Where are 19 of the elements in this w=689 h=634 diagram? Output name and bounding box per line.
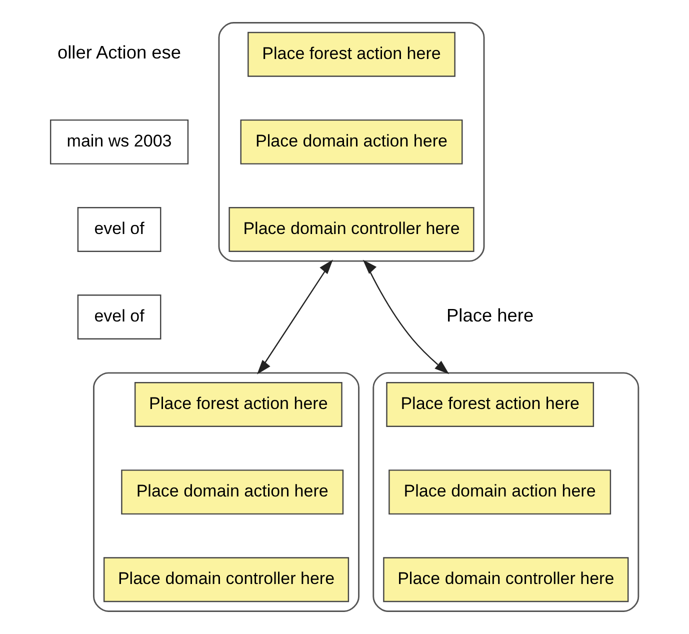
node-box: Place domain action here [388, 470, 612, 515]
node-box: evel of [77, 206, 162, 252]
node-box: Place domain action here [121, 470, 344, 515]
node-box: Place domain controller here [103, 557, 350, 602]
cluster [372, 372, 640, 612]
node-box: Place forest action here [386, 382, 594, 428]
node-box: Place domain controller here [383, 557, 629, 602]
arrow [257, 260, 333, 374]
node-box: Place domain action here [240, 119, 463, 164]
cluster [93, 372, 360, 612]
arrow [362, 260, 450, 374]
node-box: Place forest action here [248, 32, 456, 77]
cluster [218, 22, 485, 262]
node-box: Place forest action here [134, 382, 342, 428]
node-box: evel of [77, 294, 162, 340]
label: Place here [446, 304, 534, 326]
node-box: main ws 2003 [50, 119, 189, 164]
node-box: Place domain controller here [228, 206, 474, 252]
label: oller Action ese [58, 42, 182, 63]
